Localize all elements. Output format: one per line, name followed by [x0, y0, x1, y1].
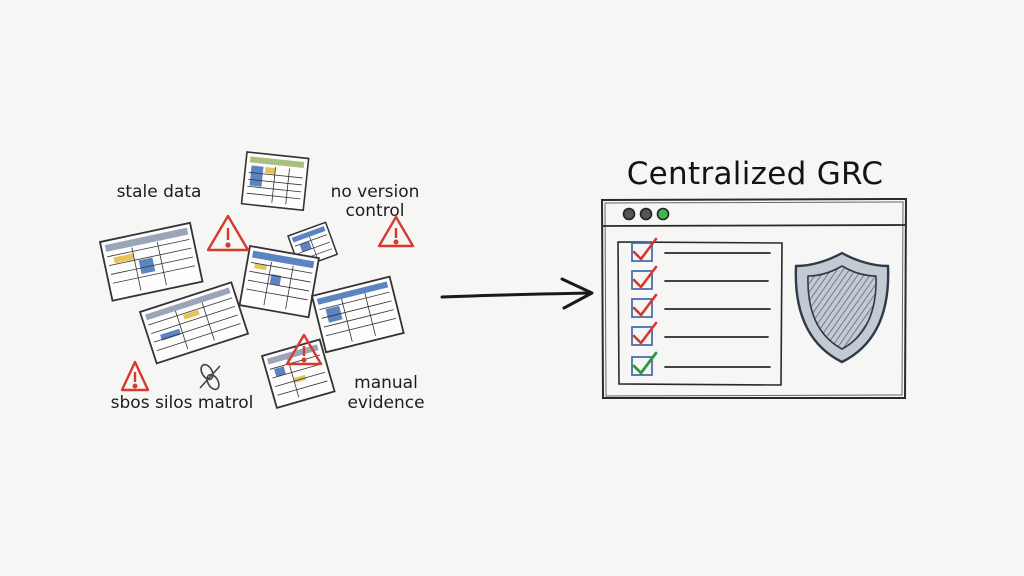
checkbox-icon[interactable]	[631, 265, 658, 290]
label-manual-evidence-line1: manual	[354, 373, 418, 393]
grc-title: Centralized GRC	[626, 156, 884, 192]
checklist	[631, 237, 658, 376]
label-manual-evidence-line2: evidence	[347, 393, 425, 413]
broken-link-icon	[199, 363, 221, 391]
spreadsheet-icon	[138, 281, 250, 365]
spreadsheet-icon	[260, 338, 336, 410]
window-button-minimize[interactable]	[639, 207, 653, 221]
label-stale-data: stale data	[116, 182, 202, 202]
shield-icon	[794, 251, 890, 364]
label-no-version-control-line1: no version	[330, 182, 420, 202]
spreadsheet-icon	[310, 275, 405, 354]
warning-icon	[120, 360, 150, 392]
checkbox-icon[interactable]	[631, 293, 658, 318]
checkbox-icon[interactable]	[631, 237, 658, 262]
grc-window	[600, 197, 908, 399]
spreadsheet-icon	[240, 151, 310, 212]
label-no-version-control-line2: control	[345, 201, 405, 221]
warning-icons	[120, 214, 415, 392]
spreadsheet-icon	[238, 244, 320, 319]
arrow-icon	[440, 277, 594, 310]
checkbox-icon[interactable]	[631, 351, 658, 376]
warning-icon	[206, 214, 250, 252]
scattered-spreadsheets	[98, 151, 405, 410]
window-buttons	[622, 207, 670, 221]
window-button-close[interactable]	[622, 207, 636, 221]
window-button-maximize[interactable]	[656, 207, 670, 221]
label-silos: sbos silos matrol	[110, 393, 254, 413]
checkbox-icon[interactable]	[631, 321, 658, 346]
warning-icon	[377, 215, 415, 248]
warning-icon	[285, 333, 323, 366]
spreadsheet-icon	[98, 221, 204, 302]
